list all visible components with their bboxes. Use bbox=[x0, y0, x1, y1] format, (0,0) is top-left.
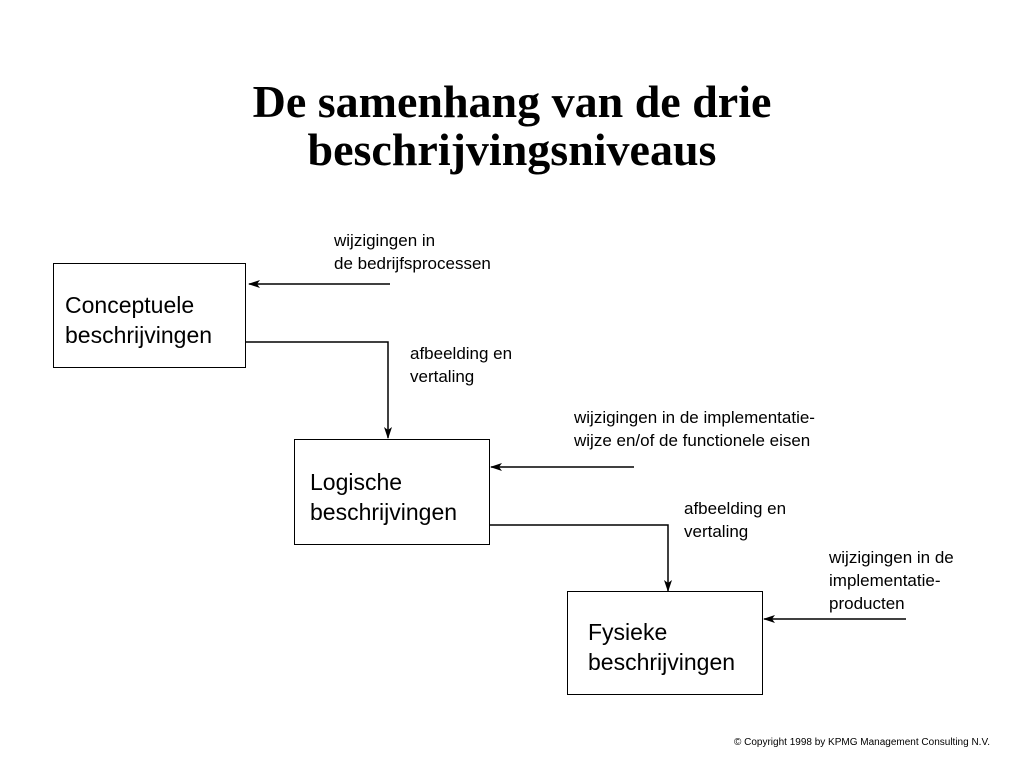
second-mapping-line-2: vertaling bbox=[684, 522, 749, 541]
logical-descriptions-box bbox=[294, 439, 490, 545]
first-mapping-line-1: afbeelding en bbox=[410, 344, 513, 363]
conceptual-to-logical-arrow bbox=[245, 341, 392, 439]
physical-label-line-2: beschrijvingen bbox=[588, 649, 736, 675]
physical-label-line-1: Fysieke bbox=[588, 619, 668, 645]
logical-label-line-2: beschrijvingen bbox=[310, 499, 458, 525]
second-mapping-translation-label: afbeelding en vertaling bbox=[684, 497, 786, 543]
logical-to-physical-arrow bbox=[489, 524, 672, 592]
slide-title-line-1: De samenhang van de drie bbox=[252, 76, 772, 127]
conceptual-label-line-2: beschrijvingen bbox=[65, 322, 213, 348]
physical-descriptions-label: Fysieke beschrijvingen bbox=[588, 617, 735, 677]
logical-label-line-1: Logische bbox=[310, 469, 403, 495]
implementation-changes-line-2: wijze en/of de functionele eisen bbox=[574, 431, 811, 450]
implementation-product-changes-label: wijzigingen in de implementatie- product… bbox=[829, 546, 954, 615]
product-changes-line-2: implementatie- bbox=[829, 571, 941, 590]
conceptual-descriptions-box bbox=[53, 263, 246, 368]
copyright-notice: © Copyright 1998 by KPMG Management Cons… bbox=[733, 737, 990, 748]
second-mapping-line-1: afbeelding en bbox=[684, 499, 787, 518]
business-process-changes-label: wijzigingen in de bedrijfsprocessen bbox=[334, 229, 491, 275]
business-changes-line-1: wijzigingen in bbox=[334, 231, 436, 250]
product-changes-line-1: wijzigingen in de bbox=[829, 548, 954, 567]
logical-descriptions-label: Logische beschrijvingen bbox=[310, 467, 457, 527]
implementation-changes-line-1: wijzigingen in de implementatie- bbox=[574, 408, 815, 427]
business-changes-line-2: de bedrijfsprocessen bbox=[334, 254, 491, 273]
conceptual-descriptions-label: Conceptuele beschrijvingen bbox=[65, 290, 212, 350]
first-mapping-line-2: vertaling bbox=[410, 367, 475, 386]
slide-title: De samenhang van de drie beschrijvingsni… bbox=[0, 78, 1024, 174]
implementation-method-changes-label: wijzigingen in de implementatie- wijze e… bbox=[574, 406, 815, 452]
slide-title-line-2: beschrijvingsniveaus bbox=[307, 124, 717, 175]
first-mapping-translation-label: afbeelding en vertaling bbox=[410, 342, 512, 388]
conceptual-label-line-1: Conceptuele bbox=[65, 292, 195, 318]
product-changes-line-3: producten bbox=[829, 594, 905, 613]
physical-descriptions-box bbox=[567, 591, 763, 695]
